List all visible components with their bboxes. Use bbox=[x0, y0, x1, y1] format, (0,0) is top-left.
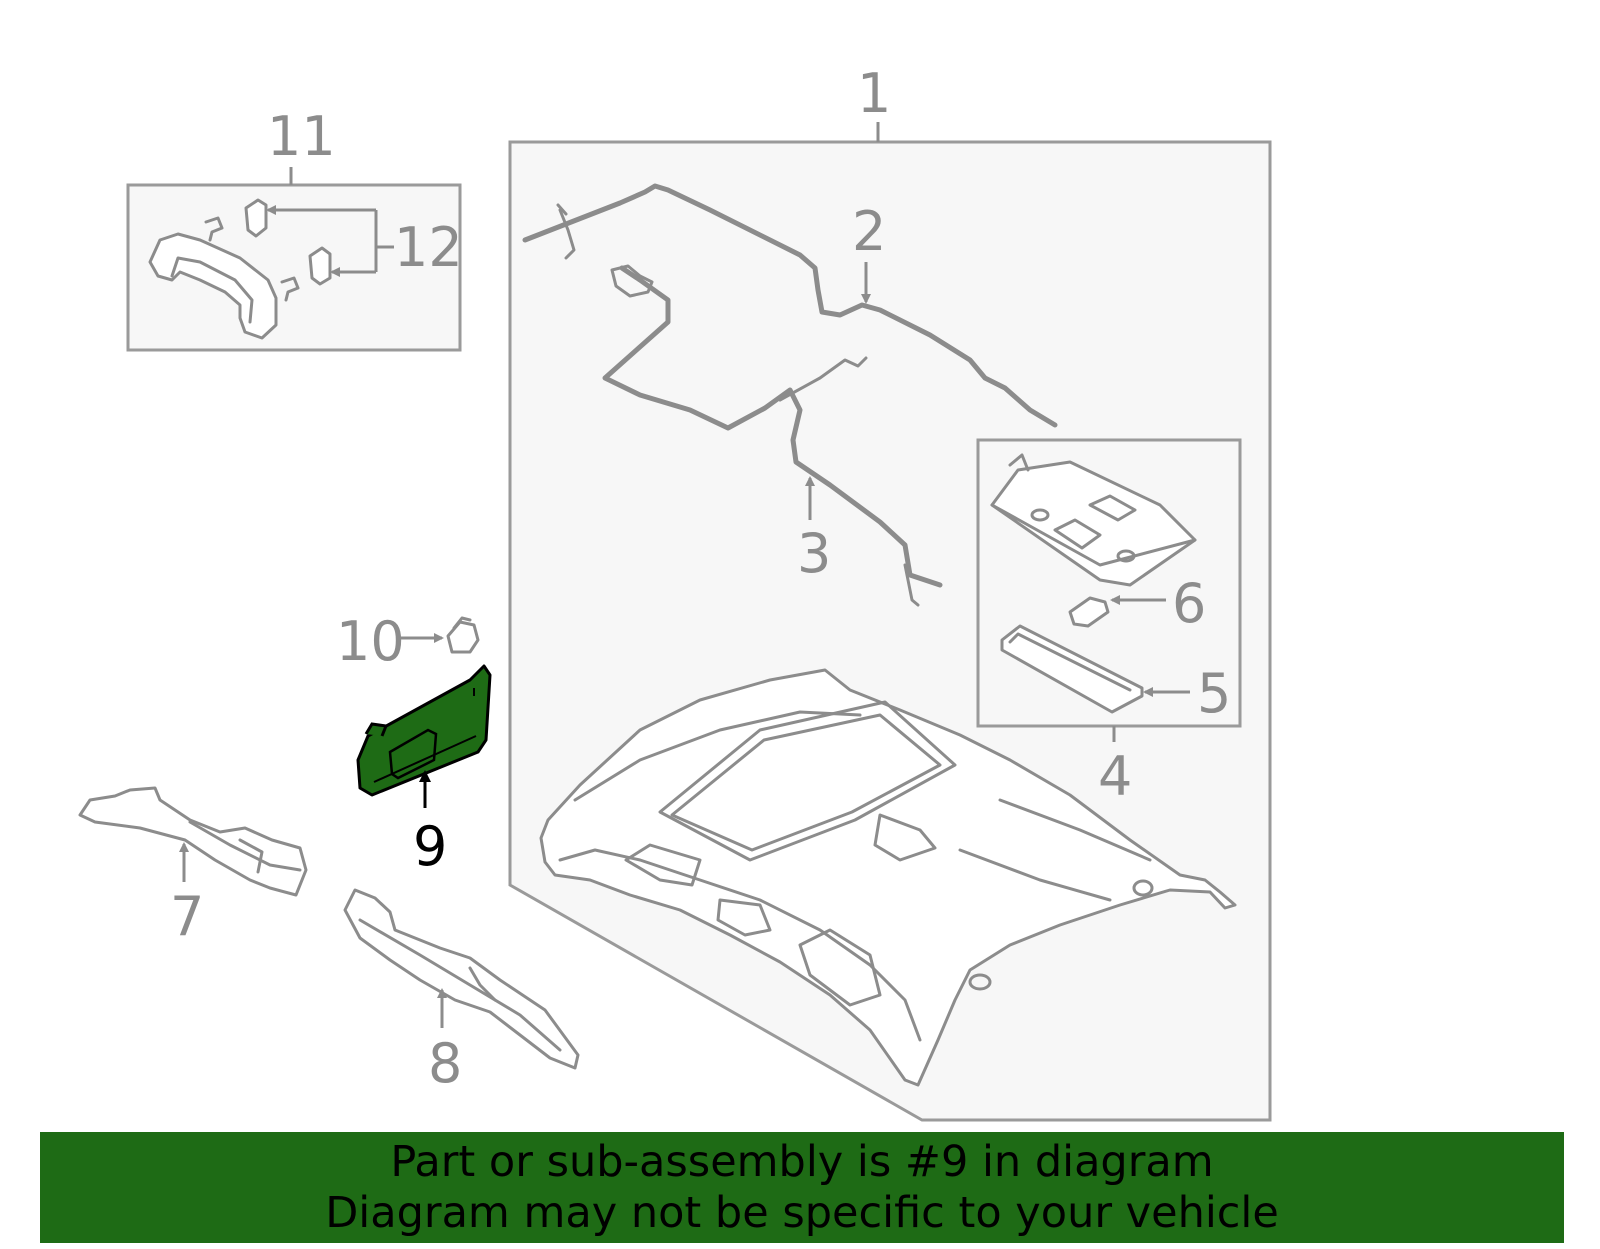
callout-3: 3 bbox=[797, 522, 831, 585]
roof-wiring-harness[interactable] bbox=[522, 183, 1058, 428]
callout-1: 1 bbox=[857, 62, 891, 125]
callout-leader-1: 1 bbox=[857, 62, 891, 125]
callout-10: 10 bbox=[336, 610, 405, 673]
banner-line-disclaimer: Diagram may not be specific to your vehi… bbox=[325, 1187, 1279, 1238]
callout-9: 9 bbox=[413, 815, 447, 878]
sunroof-wiring-harness[interactable] bbox=[602, 264, 943, 607]
a-pillar-trim[interactable] bbox=[78, 786, 308, 897]
banner-line-part: Part or sub-assembly is #9 in diagram bbox=[390, 1136, 1214, 1187]
sun-visor-highlighted[interactable] bbox=[356, 664, 492, 797]
callout-6: 6 bbox=[1172, 572, 1206, 635]
callout-12: 12 bbox=[394, 216, 463, 279]
map-lamp-bulb[interactable] bbox=[1068, 596, 1110, 628]
callout-11: 11 bbox=[267, 105, 336, 168]
callout-7: 7 bbox=[170, 885, 204, 948]
headliner[interactable] bbox=[539, 668, 1237, 1087]
callout-8: 8 bbox=[428, 1032, 462, 1095]
b-pillar-trim[interactable] bbox=[343, 888, 580, 1070]
grab-handle[interactable] bbox=[148, 232, 278, 340]
map-lamp-lens[interactable] bbox=[1000, 624, 1144, 714]
callout-4: 4 bbox=[1098, 745, 1132, 808]
part-info-banner: Part or sub-assembly is #9 in diagram Di… bbox=[40, 1132, 1564, 1243]
grab-handle-clips[interactable] bbox=[204, 198, 332, 302]
sun-visor-clip[interactable] bbox=[446, 616, 480, 654]
callout-2: 2 bbox=[852, 200, 886, 263]
overhead-console[interactable] bbox=[990, 453, 1197, 587]
callout-5: 5 bbox=[1197, 662, 1231, 725]
